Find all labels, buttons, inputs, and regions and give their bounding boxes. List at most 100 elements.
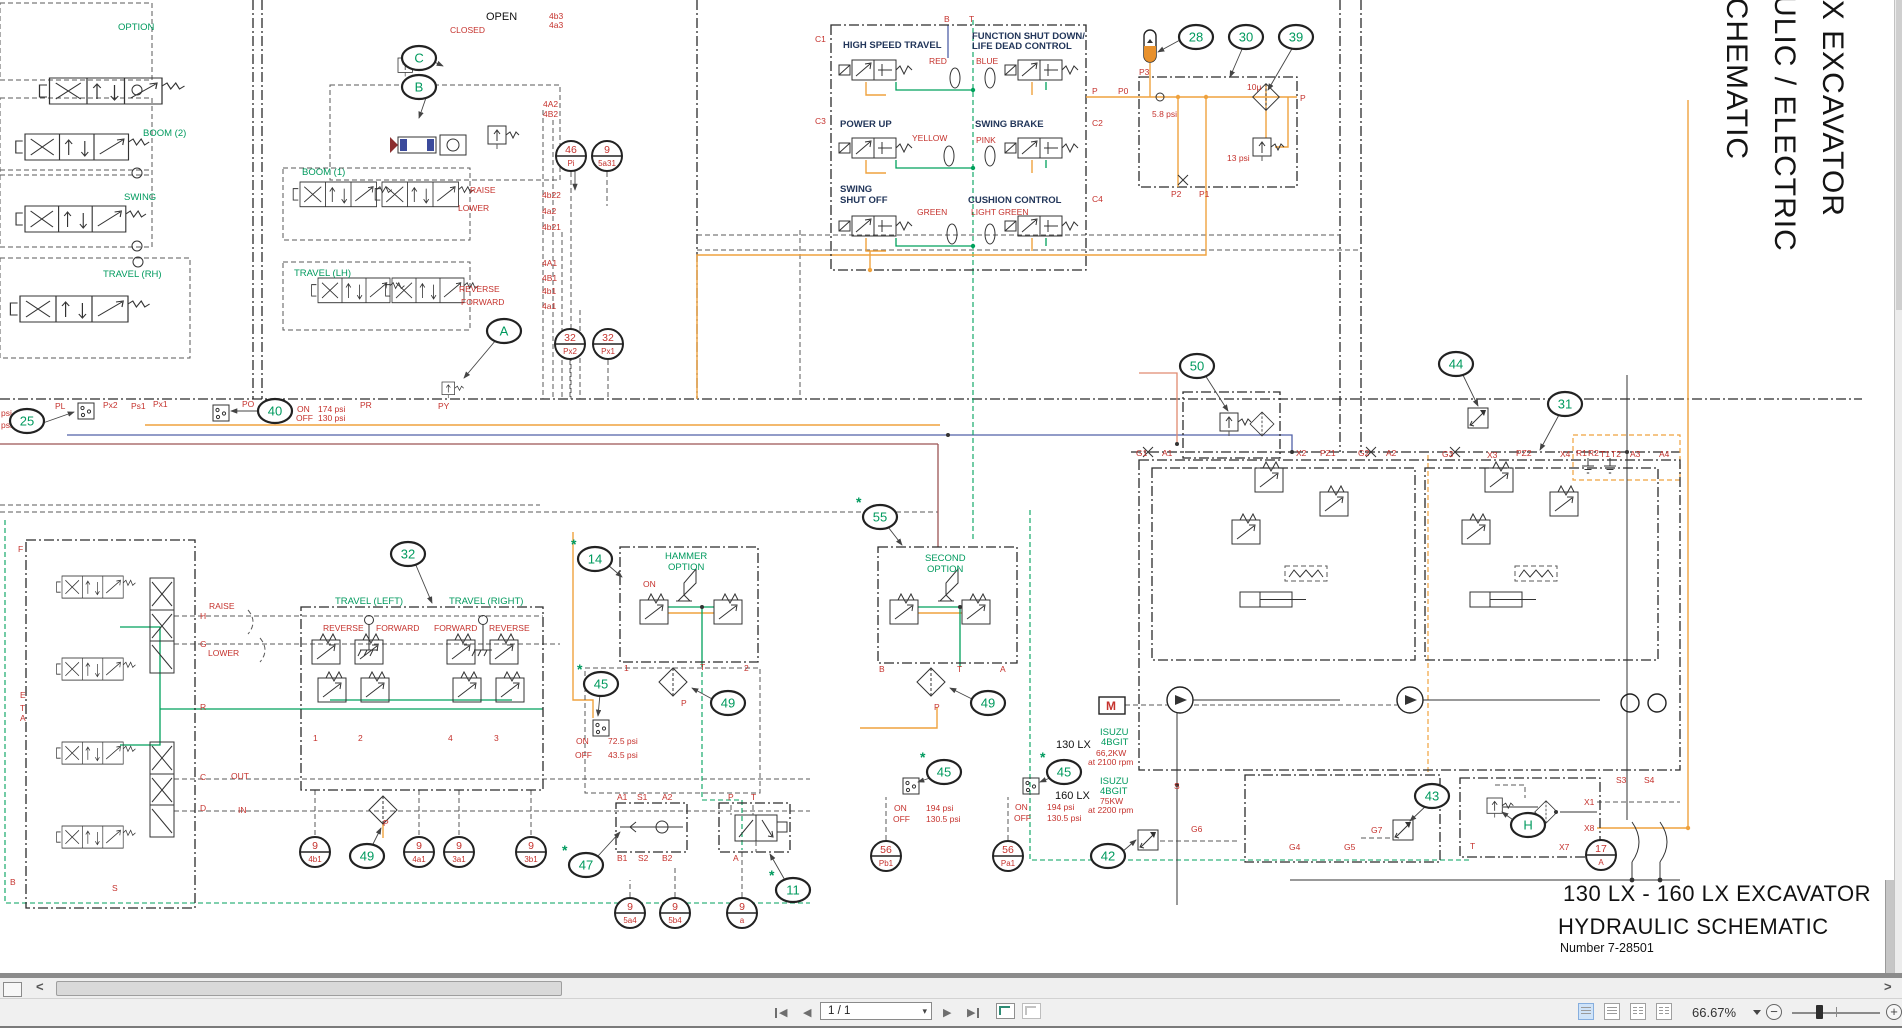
svg-text:9: 9	[739, 901, 745, 913]
first-page-button[interactable]: ◀	[772, 1003, 790, 1023]
svg-text:50: 50	[1190, 359, 1204, 374]
zoom-out-button[interactable]: −	[1766, 1004, 1782, 1020]
schematic-label-port: A	[1000, 664, 1006, 674]
next-page-button[interactable]: ▶	[940, 1003, 954, 1023]
schematic-label-port: R2	[1588, 448, 1599, 458]
svg-text:Number 7-28501: Number 7-28501	[1560, 941, 1654, 955]
schematic-label-port: C4	[1092, 194, 1103, 204]
schematic-label-port: A3	[1630, 449, 1641, 459]
svg-text:9: 9	[528, 840, 534, 852]
schematic-label-port: A	[20, 713, 26, 723]
schematic-label-port: C3	[815, 116, 826, 126]
schematic-label-port: 43.5 psi	[608, 750, 638, 760]
schematic-label-port: G5	[1344, 842, 1356, 852]
connector-circle: 9 a	[727, 898, 757, 928]
schematic-label-port: ON	[1015, 802, 1028, 812]
schematic-label-port: R1	[1576, 448, 1587, 458]
schematic-label-port: A	[733, 853, 739, 863]
svg-text:HYDRAULIC SCHEMATIC: HYDRAULIC SCHEMATIC	[1558, 914, 1829, 939]
schematic-label-heading: SHUT OFF	[840, 195, 888, 206]
svg-text:17: 17	[1595, 843, 1607, 855]
schematic-label-port: A4	[1659, 449, 1670, 459]
schematic-label-green: TRAVEL (LEFT)	[335, 596, 403, 607]
schematic-label-green: SECOND	[925, 553, 966, 564]
scroll-left-icon[interactable]: <	[36, 979, 44, 994]
zoom-slider-handle[interactable]	[1816, 1005, 1823, 1019]
two-page-layout-button[interactable]	[1630, 1003, 1646, 1020]
svg-text:39: 39	[1289, 30, 1303, 45]
vertical-scrollbar[interactable]	[1894, 0, 1902, 973]
callout-balloon: 45 *	[577, 661, 618, 696]
schematic-label-green: TRAVEL (RH)	[103, 269, 162, 280]
schematic-label-port: X4	[1560, 449, 1571, 459]
horizontal-scrollbar[interactable]: < >	[0, 973, 1902, 998]
svg-text:9: 9	[456, 840, 462, 852]
schematic-label-port: 1	[624, 663, 629, 673]
schematic-label-port: G7	[1371, 825, 1383, 835]
schematic-label-port: LOWER	[458, 203, 489, 213]
schematic-label-green: 4BGIT	[1101, 737, 1129, 748]
schematic-label-port: 4B2	[543, 109, 558, 119]
svg-text:Px2: Px2	[563, 347, 577, 356]
scroll-right-icon[interactable]: >	[1884, 979, 1892, 994]
svg-text:9: 9	[627, 901, 633, 913]
callout-balloon: 43	[1415, 784, 1449, 808]
panel-corner-icon[interactable]	[3, 982, 22, 997]
schematic-label-port: P	[383, 818, 389, 828]
single-page-layout-button[interactable]	[1578, 1003, 1594, 1020]
schematic-label-port: PL	[55, 401, 66, 411]
zoom-level[interactable]: 66.67%	[1692, 1005, 1736, 1020]
schematic-label-port: 4B1	[542, 273, 557, 283]
horizontal-scrollbar-thumb[interactable]	[56, 981, 562, 996]
callout-balloon: 49	[350, 844, 384, 868]
schematic-label-port: X1	[1584, 797, 1595, 807]
svg-text:44: 44	[1449, 357, 1463, 372]
schematic-label-port: 4a3	[549, 20, 563, 30]
schematic-label-port: CLOSED	[450, 25, 485, 35]
viewer-toolbar: ◀ ◀ 1 / 1 ▾ ▶ ▶ 66.67% − +	[0, 998, 1902, 1028]
schematic-label-port: LOWER	[208, 648, 239, 658]
zoom-in-button[interactable]: +	[1886, 1004, 1902, 1020]
schematic-label-black: 130 LX	[1056, 739, 1092, 751]
svg-text:32: 32	[564, 332, 576, 344]
page-dropdown-icon[interactable]: ▾	[922, 1006, 927, 1017]
previous-page-button[interactable]: ◀	[800, 1003, 814, 1023]
connector-circle: 46 Pi	[556, 141, 586, 171]
schematic-label-port: G6	[1191, 824, 1203, 834]
schematic-label-port: P	[1300, 93, 1306, 103]
vertical-scrollbar-thumb[interactable]	[1896, 0, 1902, 310]
schematic-label-port: 2	[358, 733, 363, 743]
two-page-continuous-layout-button[interactable]	[1656, 1003, 1672, 1020]
schematic-label-green: TRAVEL (LH)	[294, 268, 351, 279]
schematic-label-port: RAISE	[470, 185, 496, 195]
connector-circle: 9 5a4	[615, 898, 645, 928]
schematic-label-port: F	[18, 544, 23, 554]
schematic-label-port: OUT	[231, 771, 249, 781]
schematic-label-port: S4	[1644, 775, 1655, 785]
schematic-label-port: R	[200, 702, 206, 712]
svg-text:55: 55	[873, 510, 887, 525]
last-page-button[interactable]: ▶	[964, 1003, 982, 1023]
schematic-label-port: C1	[815, 34, 826, 44]
svg-text:40: 40	[268, 404, 282, 419]
schematic-label-port: T2	[1611, 449, 1621, 459]
schematic-label-port: D	[200, 803, 206, 813]
zoom-dropdown-icon[interactable]	[1753, 1010, 1761, 1015]
next-view-button[interactable]	[1022, 1003, 1041, 1019]
svg-text:43: 43	[1425, 789, 1439, 804]
schematic-label-port: 4b1	[542, 286, 556, 296]
svg-text:3a1: 3a1	[452, 855, 466, 864]
callout-balloon: 14 *	[571, 536, 612, 571]
callout-balloon: 45 *	[1040, 749, 1081, 784]
schematic-label-port: X8	[1584, 823, 1595, 833]
schematic-label-green: SWING	[124, 192, 156, 203]
schematic-label-port: 3	[494, 733, 499, 743]
svg-text:56: 56	[1002, 844, 1014, 856]
schematic-label-port: G3	[1442, 449, 1454, 459]
svg-text:32: 32	[602, 332, 614, 344]
previous-view-button[interactable]	[996, 1003, 1015, 1019]
page-number-input[interactable]: 1 / 1 ▾	[820, 1002, 932, 1020]
svg-text:28: 28	[1189, 30, 1203, 45]
continuous-layout-button[interactable]	[1604, 1003, 1620, 1020]
